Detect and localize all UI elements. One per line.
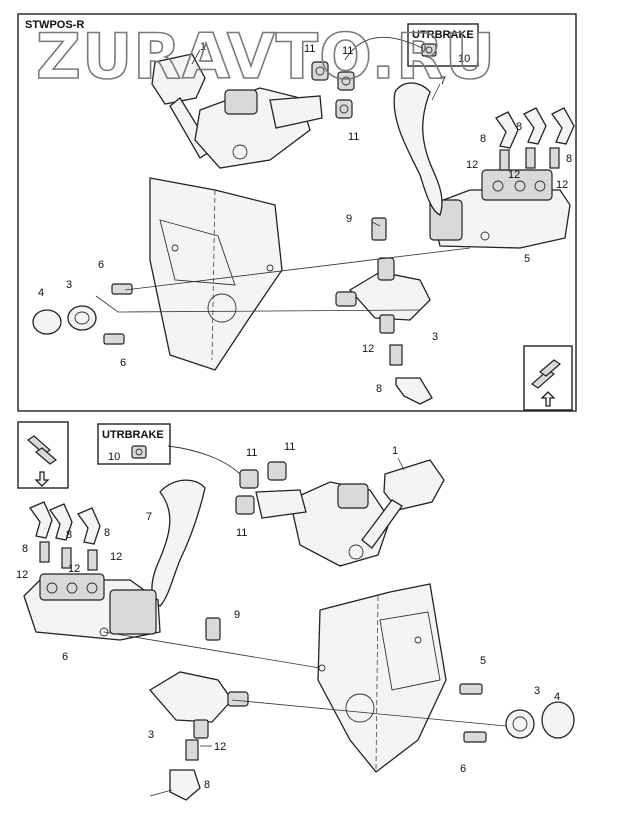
bottom-fitting-11c	[235, 495, 255, 515]
bottom-callout-5: 6	[62, 651, 68, 663]
top-fitting-9	[371, 217, 387, 241]
bottom-fitting-11b	[267, 461, 287, 481]
top-nipple-12a	[499, 149, 510, 171]
top-elbow-8d	[395, 377, 433, 405]
bottom-callout-8c: 8	[104, 527, 110, 539]
bottom-knob-4	[541, 701, 575, 739]
bottom-relay-valve-assembly	[23, 573, 161, 641]
bottom-callout-10: 10	[108, 451, 120, 463]
top-callout-12d: 12	[362, 343, 374, 355]
top-orientation-icon	[523, 345, 573, 411]
bottom-elbow-8c	[77, 507, 101, 545]
bottom-tee-valve	[149, 671, 249, 739]
bottom-callout-12d: 12	[214, 741, 226, 753]
bottom-callout-8d: 8	[204, 779, 210, 791]
top-bolt-6b	[103, 333, 125, 345]
bottom-connector-label: UTRBRAKE	[102, 429, 164, 441]
top-callout-8b: 8	[516, 121, 522, 133]
top-fitting-11b	[337, 71, 355, 91]
top-hose-7	[393, 82, 443, 216]
top-nipple-12c	[549, 147, 560, 169]
bottom-fitting-11a	[239, 469, 259, 489]
top-callout-11c: 11	[348, 131, 359, 143]
bottom-nipple-12b	[61, 547, 72, 569]
top-relay-valve-assembly	[429, 169, 571, 249]
bottom-callout-4: 4	[554, 691, 560, 703]
bottom-callout-6b: 6	[460, 763, 466, 775]
bottom-callout-12b: 12	[68, 563, 80, 575]
top-callout-8d: 8	[376, 383, 382, 395]
top-nipple-12b	[525, 147, 536, 169]
top-connector-label: UTRBRAKE	[412, 29, 474, 41]
top-lever-handle	[151, 53, 213, 159]
top-callout-5: 5	[524, 253, 530, 265]
top-callout-6a: 6	[98, 259, 104, 271]
bottom-callout-11a: 11	[246, 447, 257, 459]
bottom-callout-11c: 11	[236, 527, 247, 539]
bottom-bolt-6b	[463, 731, 487, 743]
top-nut-3	[67, 305, 97, 331]
top-nipple-12d	[389, 344, 403, 366]
top-bolt-6a	[111, 283, 133, 295]
bottom-connector-box	[97, 423, 171, 465]
bottom-callout-11b: 11	[284, 441, 295, 453]
bottom-connector-plug	[131, 445, 147, 459]
top-elbow-8c	[551, 107, 575, 145]
top-panel-title: STWPOS-R	[25, 19, 84, 31]
top-fitting-11a	[311, 61, 329, 81]
bottom-callout-9: 9	[234, 609, 240, 621]
top-panel-frame	[17, 13, 577, 412]
bottom-valve-body	[255, 481, 391, 567]
bottom-nipple-12a	[39, 541, 50, 563]
top-callout-3a: 3	[66, 279, 72, 291]
bottom-callout-8b: 8	[66, 529, 72, 541]
top-callout-8c: 8	[566, 153, 572, 165]
top-callout-6b: 6	[120, 357, 126, 369]
bottom-callout-1: 1	[392, 445, 398, 457]
watermark-text: ZURAVTO.RU	[36, 20, 496, 93]
top-connector-box	[407, 23, 479, 67]
top-elbow-8a	[495, 111, 519, 149]
top-callout-1: 1	[200, 41, 206, 53]
top-tee-valve	[335, 257, 431, 334]
top-callout-12c: 12	[556, 179, 568, 191]
bottom-elbow-8a	[29, 501, 53, 539]
top-callout-3b: 3	[432, 331, 438, 343]
bottom-fitting-9	[205, 617, 221, 641]
bottom-elbow-8d	[169, 769, 201, 801]
top-callout-7: 7	[440, 75, 446, 87]
top-callout-10: 10	[458, 53, 470, 65]
top-mounting-bracket	[149, 177, 283, 371]
bottom-hose-7	[151, 479, 206, 607]
bottom-mounting-bracket	[317, 583, 447, 773]
top-fitting-11c	[335, 99, 353, 119]
top-elbow-8b	[523, 107, 547, 145]
bottom-orientation-icon	[17, 421, 69, 489]
bottom-nut-3	[505, 709, 535, 739]
top-callout-9: 9	[346, 213, 352, 225]
bottom-lever-handle	[361, 459, 445, 549]
bottom-callout-3b: 3	[534, 685, 540, 697]
top-valve-body	[194, 87, 323, 169]
bottom-callout-8a: 8	[22, 543, 28, 555]
top-callout-11b: 11	[342, 45, 353, 57]
bottom-nipple-12c	[87, 549, 98, 571]
bottom-nipple-12d	[185, 739, 199, 761]
bottom-callout-12a: 12	[16, 569, 28, 581]
top-callout-12a: 12	[466, 159, 478, 171]
bottom-elbow-8b	[49, 503, 73, 541]
bottom-callout-7: 7	[146, 511, 152, 523]
top-callout-8a: 8	[480, 133, 486, 145]
top-callout-12b: 12	[508, 169, 520, 181]
bottom-callout-3a: 3	[148, 729, 154, 741]
top-connector-plug	[421, 43, 437, 57]
top-callout-11a: 11	[304, 43, 315, 55]
top-knob-4	[32, 309, 62, 335]
bottom-callout-6a: 5	[480, 655, 486, 667]
bottom-bolt-6a	[459, 683, 483, 695]
top-callout-4: 4	[38, 287, 44, 299]
bottom-callout-12c: 12	[110, 551, 122, 563]
